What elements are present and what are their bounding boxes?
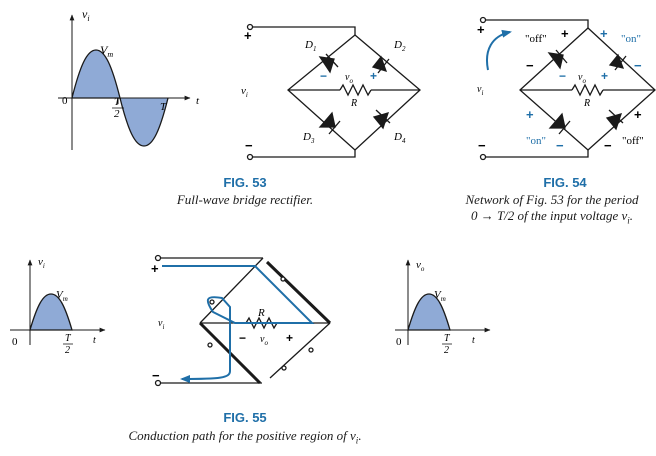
fig54-labels: + − vi "off" + − + "on" − − vo + R + "on… bbox=[477, 22, 644, 153]
fig54-vo-label: vo bbox=[578, 72, 586, 85]
fig55-caption: Conduction path for the positive region … bbox=[100, 428, 390, 449]
vo-axis-label: vo bbox=[416, 259, 425, 273]
fig53-title: FIG. 53 bbox=[223, 175, 267, 190]
fig54-caption-line2: 0 → T/2 of the input voltage vi. bbox=[448, 208, 656, 229]
fig55-caption-sub: i bbox=[355, 435, 359, 446]
input-minus: − bbox=[245, 138, 253, 153]
half-t-num: T bbox=[114, 96, 121, 108]
d4-minus: − bbox=[604, 138, 612, 153]
half-t-den: 2 bbox=[114, 108, 120, 120]
fig54-vi-label: vi bbox=[477, 84, 483, 97]
fig54-caption-line1: Network of Fig. 53 for the period bbox=[465, 192, 639, 207]
d3-label: D3 bbox=[302, 131, 315, 145]
vo-plus: + bbox=[370, 69, 377, 83]
fig54-input-plus: + bbox=[477, 22, 485, 37]
fig55-caption-text: Conduction path for the positive region … bbox=[128, 428, 356, 443]
out-vm-label: Vm bbox=[434, 289, 446, 303]
d2-on-label: "on" bbox=[621, 33, 641, 45]
vo-minus: − bbox=[320, 69, 327, 83]
fig55-minus: − bbox=[152, 368, 160, 383]
fig53-labels: + − vi D1 D2 D3 D4 − vo + R bbox=[241, 28, 406, 153]
fig55-labels: + − vi R − vo + bbox=[151, 261, 293, 383]
fig53-diodes bbox=[318, 53, 391, 135]
fig55-half-num: T bbox=[65, 333, 72, 344]
fig55-output-waveform: vo Vm 0 T 2 t bbox=[395, 259, 491, 356]
fig54-input-minus: − bbox=[478, 138, 486, 153]
d4-off-label: "off" bbox=[622, 135, 644, 147]
fig54-caption: Network of Fig. 53 for the period 0 → T/… bbox=[448, 192, 656, 229]
out-half-den: 2 bbox=[444, 345, 449, 356]
d1-off-label: "off" bbox=[525, 33, 547, 45]
fig54-title: FIG. 54 bbox=[543, 175, 587, 190]
fig53-caption: Full-wave bridge rectifier. bbox=[176, 192, 314, 207]
fig55-caption-end: . bbox=[358, 428, 362, 443]
fig53-input-waveform: vi Vm 0 T 2 T t bbox=[58, 7, 200, 150]
d3-on-label: "on" bbox=[526, 135, 546, 147]
d1-plus: + bbox=[561, 26, 569, 41]
d1-label: D1 bbox=[304, 39, 316, 53]
d3-minus: − bbox=[556, 138, 564, 153]
fig55-vo-label: vo bbox=[260, 334, 268, 347]
fig54-vo-plus: + bbox=[601, 69, 608, 83]
fig53-bridge-circuit bbox=[246, 23, 421, 161]
fig55-vo-plus: + bbox=[286, 331, 293, 345]
fig55-vm-label: Vm bbox=[56, 289, 68, 303]
fig55-input-waveform: vi Vm 0 T 2 t bbox=[10, 256, 106, 356]
origin-label: 0 bbox=[62, 95, 68, 107]
sine-negative-half bbox=[119, 97, 169, 147]
vi-axis-label: vi bbox=[82, 7, 90, 23]
vo-label: vo bbox=[345, 72, 353, 85]
out-half-num: T bbox=[444, 333, 451, 344]
fig55-circuit bbox=[154, 254, 332, 387]
fig54-caption-sub: i bbox=[627, 215, 630, 226]
fig55-vo-minus: − bbox=[239, 331, 246, 345]
d2-plus: + bbox=[600, 26, 608, 41]
fig55-plus: + bbox=[151, 261, 159, 276]
t-period-label: T bbox=[160, 101, 167, 113]
fig55-half-den: 2 bbox=[65, 345, 70, 356]
fig55-current-path bbox=[162, 265, 315, 383]
vi-source-label: vi bbox=[241, 85, 248, 99]
input-plus: + bbox=[244, 28, 252, 43]
d4-label: D4 bbox=[393, 131, 406, 145]
fig54-diodes bbox=[547, 49, 627, 135]
r-label: R bbox=[350, 98, 357, 109]
sine-positive-half bbox=[71, 49, 121, 99]
d4-plus: + bbox=[634, 107, 642, 122]
fig54-source-arrow bbox=[486, 29, 512, 71]
fig55-t-label: t bbox=[93, 335, 96, 346]
d2-label: D2 bbox=[393, 39, 406, 53]
fig55-r-label: R bbox=[257, 307, 265, 319]
fig54-vo-minus: − bbox=[559, 69, 566, 83]
fig55-origin: 0 bbox=[12, 336, 18, 348]
d3-plus: + bbox=[526, 107, 534, 122]
time-axis-label: t bbox=[196, 95, 200, 107]
fig54-r-label: R bbox=[583, 98, 590, 109]
d1-minus: − bbox=[526, 58, 534, 73]
d2-minus: − bbox=[634, 58, 642, 73]
fig55-vi-label: vi bbox=[158, 318, 164, 331]
out-t-label: t bbox=[472, 335, 475, 346]
fig55-title: FIG. 55 bbox=[223, 410, 267, 425]
out-origin: 0 bbox=[396, 336, 402, 348]
fig54-bridge-circuit bbox=[479, 16, 656, 161]
vm-label: Vm bbox=[100, 43, 113, 59]
fig54-caption-text: 0 → T/2 of the input voltage v bbox=[470, 208, 628, 223]
fig54-caption-end: . bbox=[629, 208, 634, 223]
fig55-vi-axis: vi bbox=[38, 256, 45, 270]
